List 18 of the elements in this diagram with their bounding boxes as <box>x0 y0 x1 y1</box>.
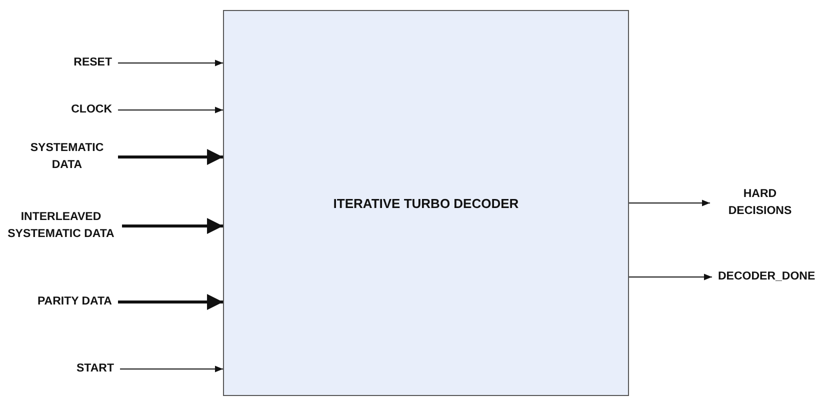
signal-label: START <box>76 360 114 378</box>
signal-label: PARITY DATA <box>37 294 112 310</box>
arrow <box>122 218 223 234</box>
signal-label: INTERLEAVED SYSTEMATIC DATA <box>6 209 116 243</box>
arrow <box>118 294 223 310</box>
signal-label: HARD DECISIONS <box>716 186 804 220</box>
arrow <box>118 106 224 114</box>
signal-label: SYSTEMATIC DATA <box>22 140 112 174</box>
block-title: ITERATIVE TURBO DECODER <box>333 196 519 210</box>
arrow <box>120 366 224 372</box>
arrow <box>628 200 710 206</box>
signal-label: CLOCK <box>71 102 112 118</box>
signal-label: DECODER_DONE <box>718 268 816 286</box>
arrow <box>118 149 223 165</box>
decoder-block <box>223 10 629 396</box>
arrow <box>118 60 224 66</box>
arrow <box>628 274 712 280</box>
signal-label: RESET <box>74 54 112 72</box>
